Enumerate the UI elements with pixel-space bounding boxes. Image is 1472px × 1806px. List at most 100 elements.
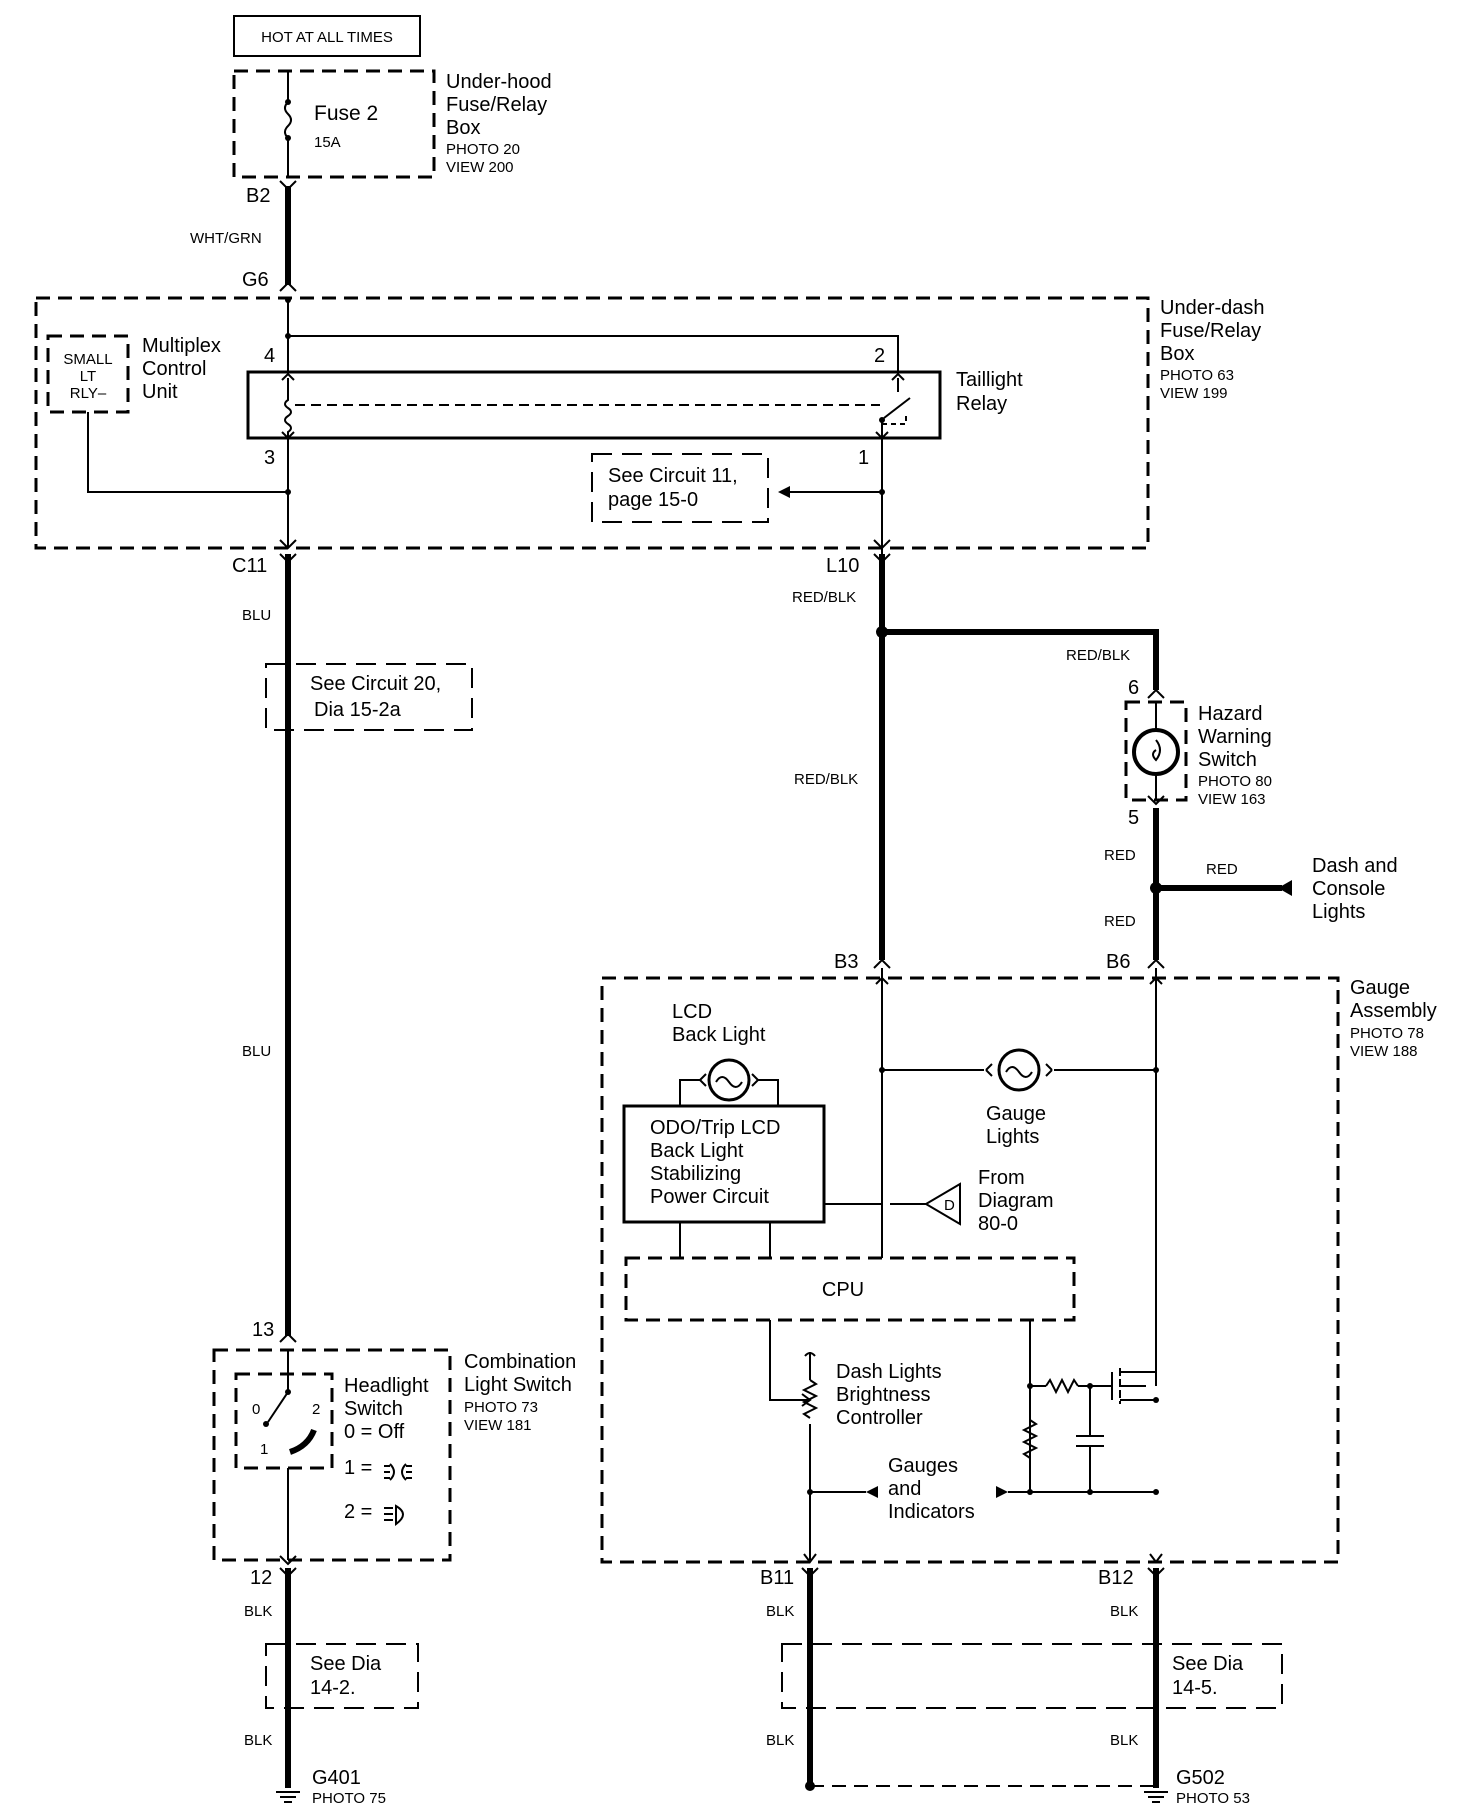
hazard-indicator bbox=[1132, 728, 1180, 776]
relay-contact bbox=[883, 397, 911, 419]
headlight-switch-label-1: Headlight bbox=[344, 1375, 429, 1397]
gauge-assembly-box bbox=[600, 976, 1340, 1564]
combination-switch-box bbox=[212, 1348, 452, 1562]
mosfet-icon bbox=[1111, 1368, 1159, 1404]
combination-label-1: Combination bbox=[464, 1351, 576, 1373]
gauge-assembly-label-2: Assembly bbox=[1350, 1000, 1437, 1022]
dash-console-label-1: Dash and bbox=[1312, 855, 1398, 877]
dash-brightness-label-1: Dash Lights bbox=[836, 1361, 942, 1383]
underhood-box-label-1: Under-hood bbox=[446, 71, 552, 93]
wire-redblk-label-3: RED/BLK bbox=[1066, 647, 1130, 664]
pin-6: 6 bbox=[1128, 677, 1139, 699]
connector-b3: B3 bbox=[834, 951, 858, 973]
see-circuit-20-box bbox=[265, 663, 473, 731]
underdash-box-label-3: Box bbox=[1160, 343, 1194, 365]
connector-b11: B11 bbox=[760, 1567, 794, 1589]
underdash-view: VIEW 199 bbox=[1160, 385, 1228, 402]
underhood-box-label-2: Fuse/Relay bbox=[446, 94, 547, 116]
from-diagram-label-1: From bbox=[978, 1167, 1025, 1189]
hazard-view: VIEW 163 bbox=[1198, 791, 1266, 808]
underdash-photo: PHOTO 63 bbox=[1160, 367, 1234, 384]
ground-g401-photo: PHOTO 75 bbox=[312, 1790, 386, 1806]
see-dia-145-line2: 14-5. bbox=[1172, 1677, 1218, 1699]
connector-b12: B12 bbox=[1098, 1567, 1134, 1589]
small-lt-rly-2: LT bbox=[80, 368, 96, 385]
combination-label-2: Light Switch bbox=[464, 1374, 572, 1396]
dash-brightness-label-3: Controller bbox=[836, 1407, 923, 1429]
see-circuit-20-line1: See Circuit 20, bbox=[310, 673, 441, 695]
relay-coil bbox=[284, 378, 292, 438]
taillight-relay-label-1: Taillight bbox=[956, 369, 1023, 391]
parking-light-icon bbox=[384, 1463, 412, 1481]
pin-4: 4 bbox=[264, 345, 275, 367]
ground-g502-photo: PHOTO 53 bbox=[1176, 1790, 1250, 1806]
small-lt-rly-3: RLY– bbox=[70, 385, 107, 402]
odo-box-line3: Stabilizing bbox=[650, 1163, 741, 1185]
see-circuit-11-line1: See Circuit 11, bbox=[608, 465, 738, 487]
from-diagram-d: D bbox=[944, 1197, 955, 1214]
see-dia-145-box bbox=[781, 1643, 1283, 1709]
underhood-view: VIEW 200 bbox=[446, 159, 514, 176]
pin-3: 3 bbox=[264, 447, 275, 469]
underdash-fuse-box bbox=[34, 296, 1150, 550]
connector-b2: B2 bbox=[246, 185, 270, 207]
combination-photo: PHOTO 73 bbox=[464, 1399, 538, 1416]
from-diagram-triangle bbox=[924, 1182, 961, 1226]
gauges-indicators-label-1: Gauges bbox=[888, 1455, 958, 1477]
taillight-relay-box bbox=[246, 370, 942, 440]
combination-view: VIEW 181 bbox=[464, 1417, 532, 1434]
lcd-back-light-bulb-icon bbox=[699, 1058, 759, 1102]
gauge-assembly-label-1: Gauge bbox=[1350, 977, 1410, 999]
dash-console-label-2: Console bbox=[1312, 878, 1385, 900]
connector-b6: B6 bbox=[1106, 951, 1130, 973]
odo-trip-box bbox=[622, 1104, 826, 1224]
wire-blk-label-d: BLK bbox=[1110, 1732, 1138, 1749]
hazard-label-3: Switch bbox=[1198, 749, 1257, 771]
gauges-indicators-label-3: Indicators bbox=[888, 1501, 975, 1523]
wire-red-label-2: RED bbox=[1206, 861, 1238, 878]
gauge-assembly-photo: PHOTO 78 bbox=[1350, 1025, 1424, 1042]
cpu-box bbox=[624, 1256, 1076, 1322]
multiplex-label-1: Multiplex bbox=[142, 335, 221, 357]
wire-blu-label-2: BLU bbox=[242, 1043, 271, 1060]
lcd-back-light-label-2: Back Light bbox=[672, 1024, 766, 1046]
dash-console-label-3: Lights bbox=[1312, 901, 1365, 923]
pin-5: 5 bbox=[1128, 807, 1139, 829]
cpu-label: CPU bbox=[822, 1279, 864, 1301]
ground-g401: G401 bbox=[312, 1767, 361, 1789]
switch-pos-1: 1 bbox=[260, 1441, 268, 1458]
from-diagram-label-3: 80-0 bbox=[978, 1213, 1018, 1235]
odo-box-line4: Power Circuit bbox=[650, 1186, 769, 1208]
wire-blk-left-label-2: BLK bbox=[244, 1732, 272, 1749]
wire-blk-label-c: BLK bbox=[766, 1732, 794, 1749]
hazard-photo: PHOTO 80 bbox=[1198, 773, 1272, 790]
see-dia-142-line1: See Dia bbox=[310, 1653, 382, 1675]
connector-c11: C11 bbox=[232, 555, 267, 577]
arrow-left bbox=[778, 486, 790, 498]
fuse-rating: 15A bbox=[314, 134, 341, 151]
hazard-label-2: Warning bbox=[1198, 726, 1272, 748]
headlight-switch-arc bbox=[288, 1428, 317, 1455]
dash-brightness-label-2: Brightness bbox=[836, 1384, 931, 1406]
switch-pos-2: 2 bbox=[312, 1401, 320, 1418]
see-circuit-11-box bbox=[591, 453, 769, 523]
headlight-switch-box bbox=[234, 1372, 334, 1470]
small-lt-rly-1: SMALL bbox=[63, 351, 112, 368]
brightness-controller-resistor bbox=[801, 1379, 819, 1419]
headlight-switch-lever bbox=[267, 1391, 289, 1423]
multiplex-label-2: Control bbox=[142, 358, 206, 380]
see-dia-145-line1: See Dia bbox=[1172, 1653, 1244, 1675]
see-circuit-20-line2: Dia 15-2a bbox=[314, 699, 402, 721]
headlight-icon bbox=[384, 1504, 404, 1526]
headlight-switch-label-2: Switch bbox=[344, 1398, 403, 1420]
switch-pos2-text: 2 = bbox=[344, 1501, 372, 1523]
wire-blk-label-b: BLK bbox=[1110, 1603, 1138, 1620]
wire-red-label-3: RED bbox=[1104, 913, 1136, 930]
hazard-label-1: Hazard bbox=[1198, 703, 1262, 725]
ground-icon-right bbox=[1144, 1791, 1168, 1803]
wire-redblk-label-1: RED/BLK bbox=[792, 589, 856, 606]
gate-resistor bbox=[1045, 1377, 1079, 1395]
switch-pos1-text: 1 = bbox=[344, 1457, 372, 1479]
multiplex-label-3: Unit bbox=[142, 381, 178, 403]
